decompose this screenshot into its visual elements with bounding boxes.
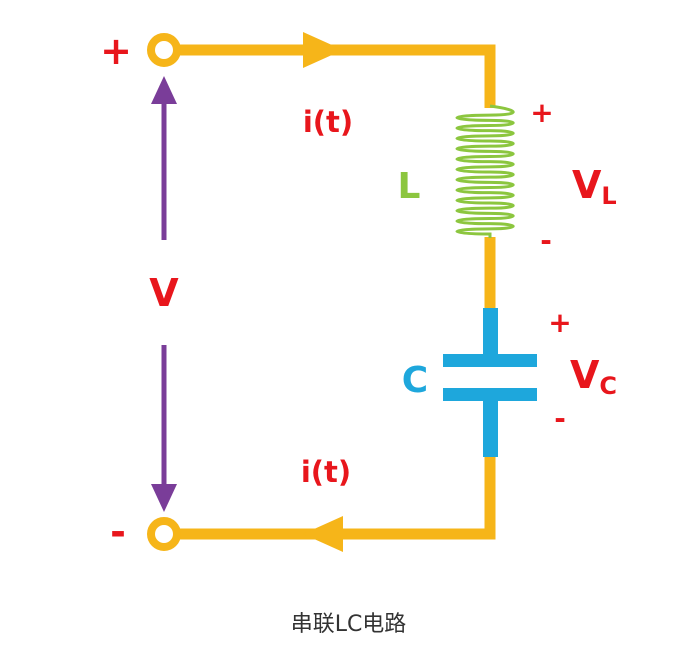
circuit-wires — [180, 44, 496, 540]
capacitor-voltage-main: V — [570, 353, 600, 397]
voltage-arrow-up-head-icon — [151, 76, 177, 104]
capacitor-label: C — [402, 360, 428, 401]
capacitor-plate-bottom — [443, 388, 537, 401]
top-wire — [180, 44, 496, 108]
negative-terminal-icon — [147, 517, 181, 551]
inductor-minus-label: - — [540, 224, 552, 257]
inductor-voltage-main: V — [572, 163, 602, 207]
capacitor-plate-top — [443, 354, 537, 367]
source-voltage-arrow — [151, 76, 177, 512]
inductor-coil-path — [455, 104, 515, 238]
source-voltage-label: V — [149, 271, 179, 315]
capacitor-minus-label: - — [554, 402, 566, 435]
current-arrow-top-icon — [303, 32, 343, 68]
capacitor-voltage-subscript: C — [599, 372, 617, 400]
current-label-bottom: i(t) — [301, 455, 351, 489]
capacitor-lead-bottom — [483, 399, 498, 457]
figure-caption: 串联LC电路 — [290, 612, 407, 637]
capacitor-lead-top — [483, 308, 498, 356]
current-label-top: i(t) — [303, 105, 353, 139]
inductor-plus-label: + — [530, 96, 553, 129]
bottom-wire — [180, 455, 496, 540]
inductor-label: L — [398, 166, 421, 207]
inductor-coil-icon — [455, 104, 515, 238]
current-arrow-bottom-icon — [303, 516, 343, 552]
capacitor-voltage-label: VC — [570, 353, 617, 400]
lc-circuit-diagram: + - V i(t) i(t) L + - VL C + - VC — [100, 29, 617, 554]
inductor-voltage-subscript: L — [601, 182, 616, 210]
source-plus-label: + — [100, 29, 132, 73]
capacitor-icon — [443, 308, 537, 457]
source-minus-label: - — [110, 510, 126, 554]
positive-terminal-icon — [147, 33, 181, 67]
voltage-arrow-down-head-icon — [151, 484, 177, 512]
inductor-voltage-label: VL — [572, 163, 617, 210]
capacitor-plus-label: + — [548, 306, 571, 339]
